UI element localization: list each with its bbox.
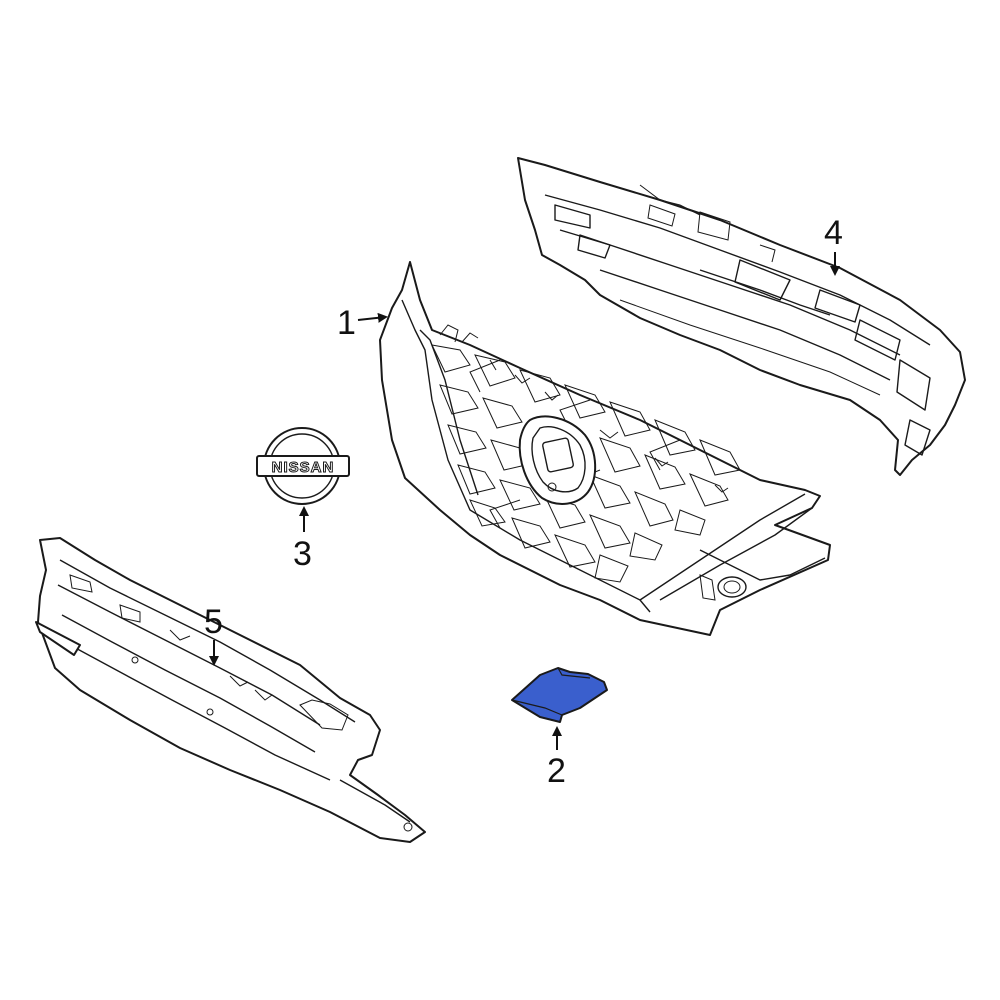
grille-mesh — [431, 344, 741, 583]
callout-label-1: 1 — [337, 304, 356, 342]
callout-4: 4 — [824, 214, 843, 276]
highlighted-part[interactable] — [511, 667, 608, 723]
emblem-part[interactable]: NISSAN — [256, 427, 350, 505]
callout-5: 5 — [204, 603, 223, 666]
callout-label-4: 4 — [824, 214, 843, 252]
callout-label-3: 3 — [293, 535, 312, 573]
callout-2: 2 — [547, 726, 566, 790]
emblem-wordmark: NISSAN — [272, 459, 335, 476]
tow-hook-cover-part[interactable] — [511, 667, 608, 723]
callout-1: 1 — [337, 304, 388, 342]
callout-3: 3 — [293, 506, 312, 573]
callout-label-2: 2 — [547, 752, 566, 790]
lower-grille-part[interactable] — [35, 537, 426, 843]
upper-bracket-part[interactable] — [517, 157, 966, 476]
leader-arrow-1 — [357, 312, 388, 323]
front-grille-part[interactable] — [379, 261, 831, 636]
callout-label-5: 5 — [204, 603, 223, 641]
